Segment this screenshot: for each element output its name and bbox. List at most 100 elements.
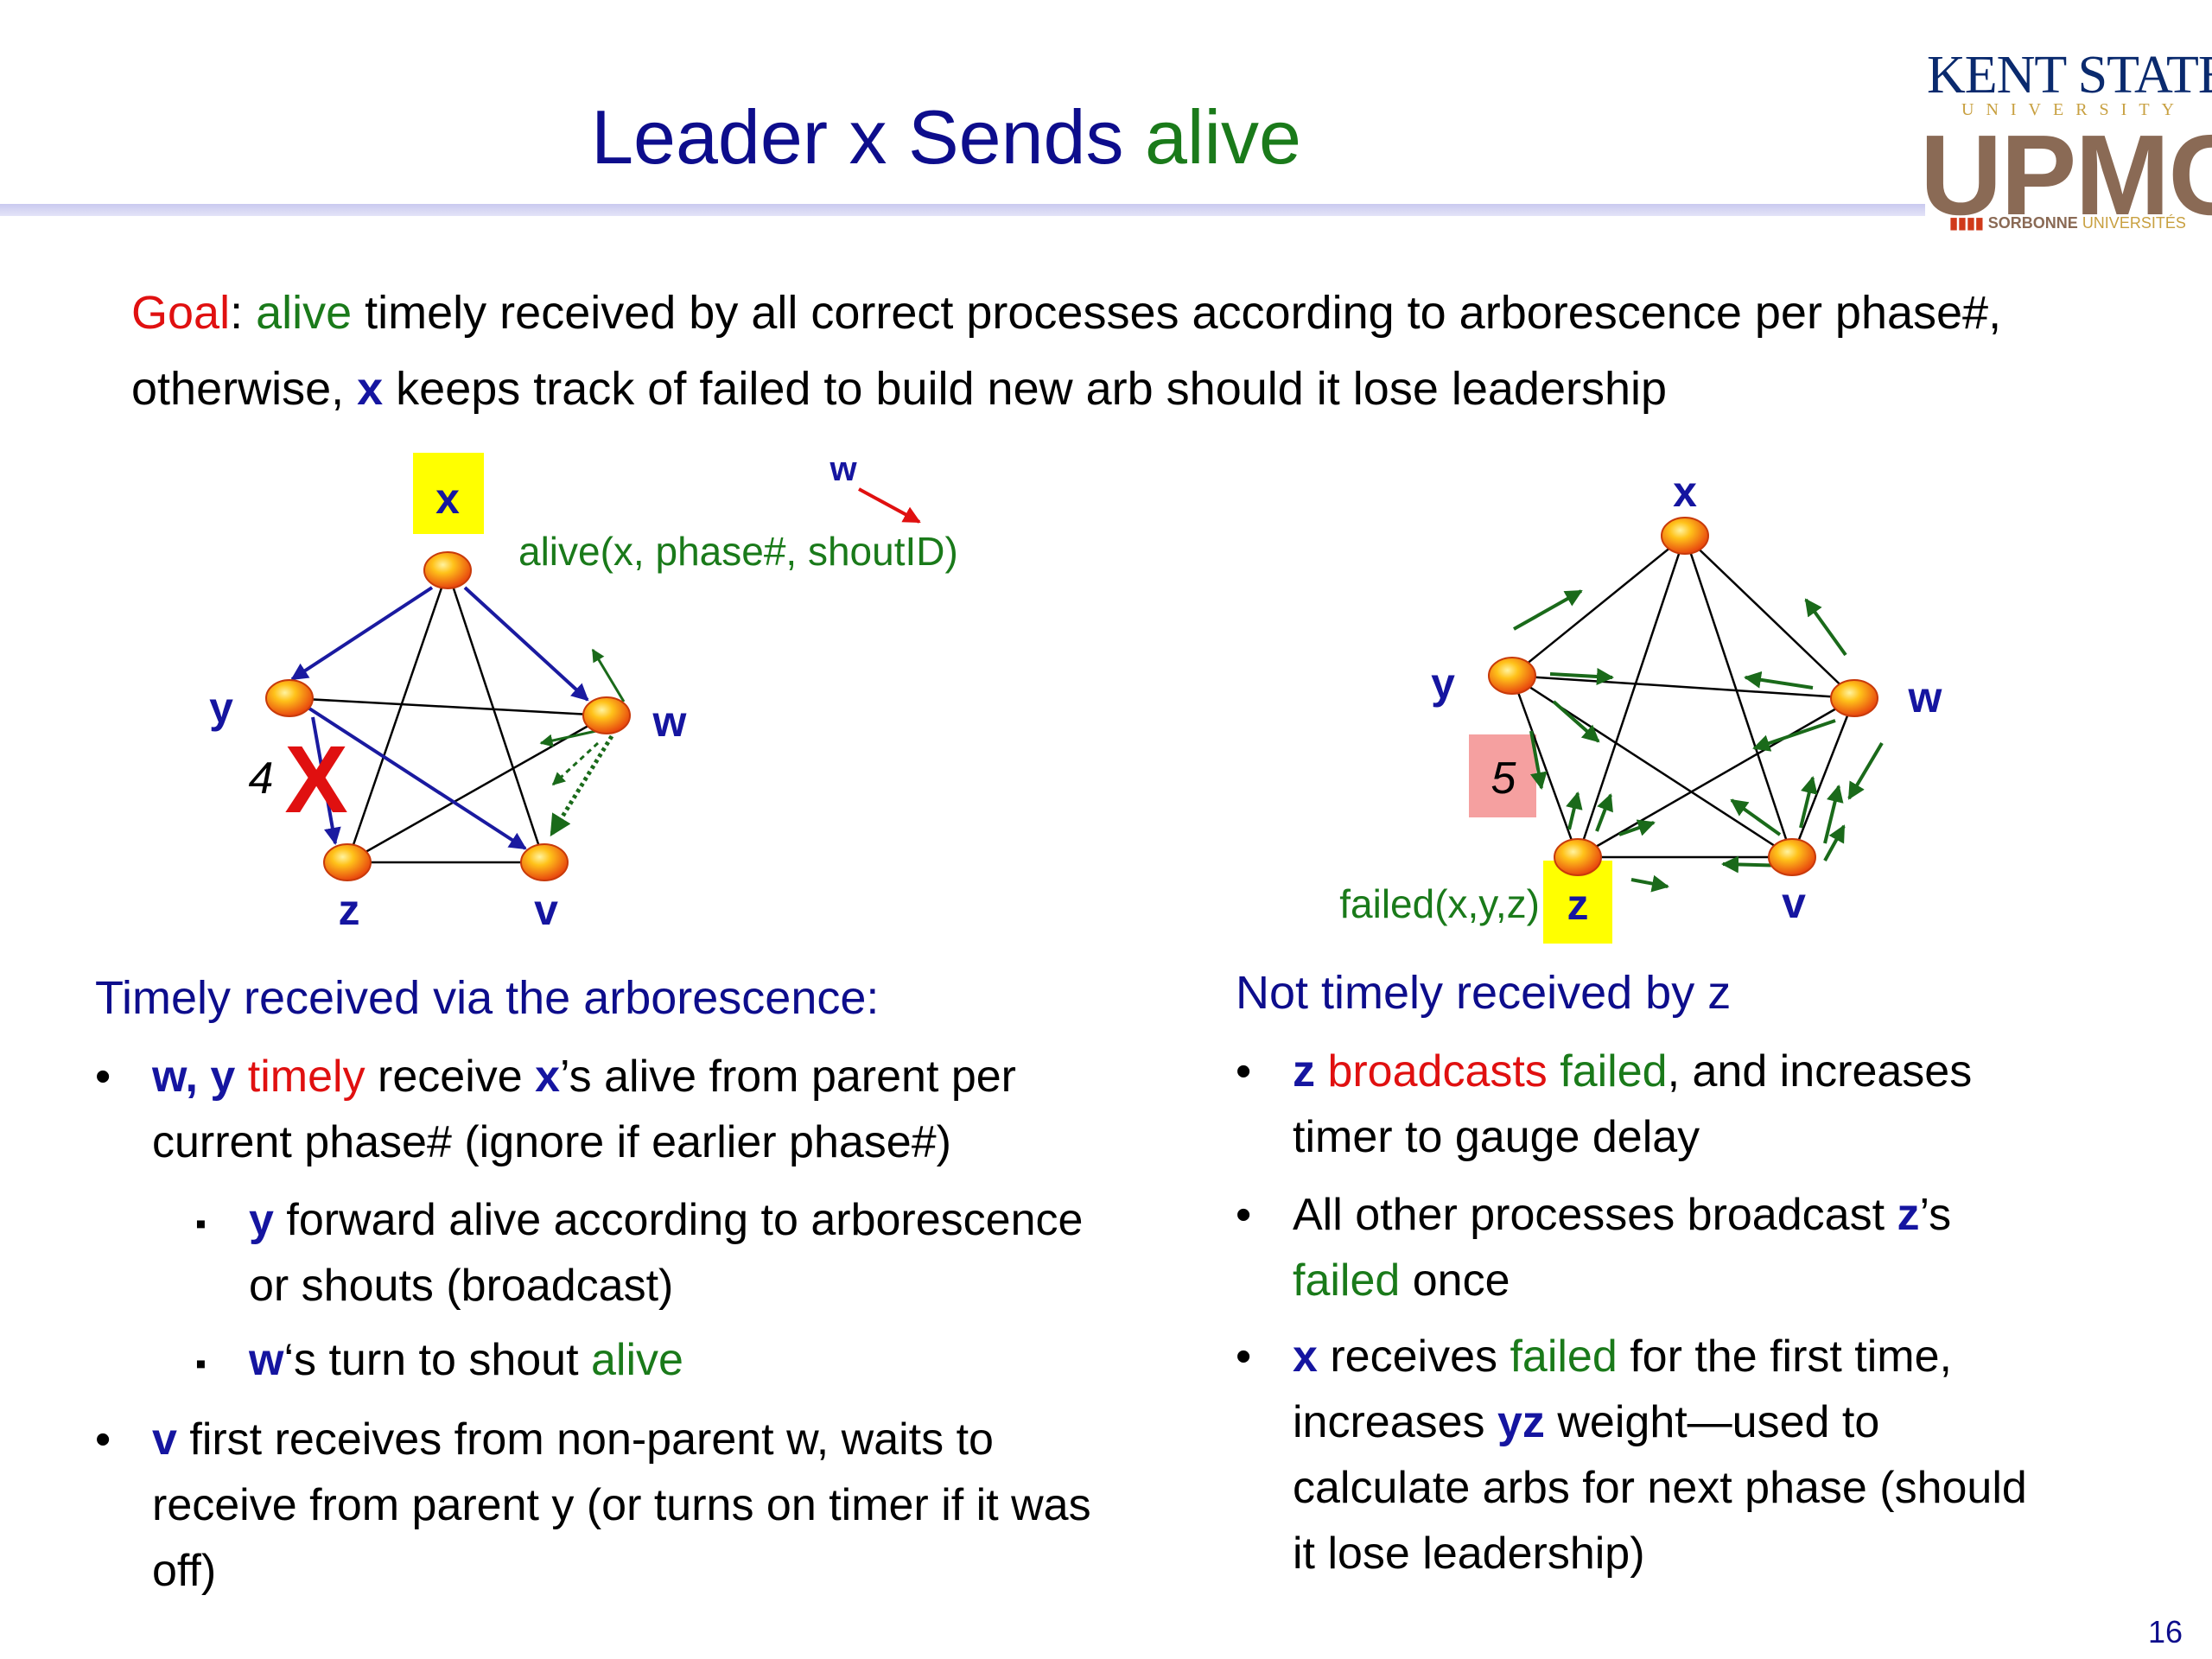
- right-weight-label: 5: [1491, 753, 1517, 804]
- edge-x-v: [446, 569, 546, 863]
- redge-y-w: [1511, 674, 1855, 700]
- page-number: 16: [2147, 1614, 2183, 1649]
- left-label-y: y: [209, 683, 233, 732]
- slide-title: Leader x Sends alive: [0, 93, 1892, 181]
- goal-colon: :: [230, 287, 257, 339]
- title-text: Leader x Sends: [591, 94, 1145, 180]
- sorbonne-label: SORBONNE: [1987, 214, 2078, 232]
- right-heading: Not timely received by z: [1236, 967, 1732, 1019]
- redge-x-w: [1684, 535, 1855, 699]
- left-label-w: w: [652, 697, 687, 746]
- left-sub-bullet-1-line-2: or shouts (broadcast): [249, 1261, 674, 1311]
- legend-arrow: [858, 487, 921, 524]
- left-heading: Timely received via the arborescence:: [95, 972, 880, 1024]
- left-weight-label: 4: [249, 753, 274, 804]
- right-failed-arrows: [1513, 589, 1884, 893]
- redge-w-z: [1577, 696, 1855, 859]
- goal-x: x: [357, 363, 384, 415]
- left-label-v: v: [534, 886, 558, 934]
- sorbonne-text: ▮▮▮▮ SORBONNE UNIVERSITÉS: [1925, 214, 2210, 232]
- edge-y-w: [289, 696, 607, 717]
- redge-x-v: [1683, 535, 1794, 858]
- right-diagram: x y w z v 5 failed(x,y,z): [1339, 467, 1942, 944]
- left-edges: [289, 569, 607, 864]
- shout-arrow-left: [539, 729, 597, 747]
- ls1-y: y: [249, 1195, 274, 1245]
- right-label-x: x: [1673, 467, 1697, 516]
- title-divider: [0, 204, 1925, 216]
- lb2-v: v: [152, 1414, 177, 1465]
- left-bullet-2-line-2: receive from parent y (or turns on timer…: [152, 1480, 1091, 1530]
- right-label-y: y: [1431, 659, 1455, 708]
- arrow-y-v: [305, 705, 527, 850]
- universites-label: UNIVERSITÉS: [2082, 214, 2186, 232]
- sub-bullet-marker: ▪: [195, 1205, 207, 1241]
- goal-line-1: Goal: alive timely received by all corre…: [131, 275, 2188, 351]
- shout-arrow-up: [591, 648, 626, 702]
- left-label-z: z: [339, 886, 360, 934]
- arrow-x-w: [463, 586, 589, 702]
- right-node-x: [1661, 517, 1709, 555]
- lb2-a: first receives from non-parent w, waits …: [176, 1414, 994, 1465]
- shout-arrow-down: [549, 734, 614, 837]
- lb1-wy: w, y: [152, 1052, 236, 1102]
- upmc-logo: UPMC: [1920, 111, 2212, 238]
- goal-label: Goal: [131, 287, 231, 339]
- sub-bullet-marker: ▪: [195, 1345, 207, 1381]
- right-label-w: w: [1908, 673, 1942, 721]
- right-message-label: failed(x,y,z): [1339, 881, 1540, 926]
- right-edges: [1510, 535, 1856, 859]
- right-node-w: [1830, 679, 1878, 717]
- left-bullets: • w, y timely receive x’s alive from par…: [95, 1044, 1091, 1596]
- legend-node-w: w: [829, 450, 857, 488]
- goal-line-2: otherwise, x keeps track of failed to bu…: [131, 351, 2188, 427]
- redge-x-z: [1576, 535, 1687, 858]
- redge-x-y: [1511, 535, 1686, 677]
- left-node-v: [520, 843, 569, 881]
- goal-alive: alive: [256, 287, 353, 339]
- left-node-x: [423, 551, 472, 589]
- kent-university-text: UNIVERSITY: [1961, 100, 2186, 119]
- edge-x-z: [346, 569, 449, 863]
- left-x-highlight: [413, 453, 484, 534]
- bullet-marker: •: [95, 1414, 111, 1465]
- right-label-v: v: [1782, 879, 1806, 927]
- left-bullet-2-line-3: off): [152, 1546, 217, 1596]
- left-node-z: [323, 843, 372, 881]
- right-label-z: z: [1567, 880, 1589, 929]
- lb1-b: ’s alive from parent per: [560, 1052, 1016, 1102]
- kent-state-logo: KENT STATE: [1927, 46, 2212, 105]
- left-bullet-1-line-1: w, y timely receive x’s alive from paren…: [152, 1044, 1016, 1109]
- left-label-x: x: [435, 474, 460, 523]
- right-node-z: [1554, 838, 1602, 876]
- left-tree-arrows: [290, 586, 589, 850]
- title-alive: alive: [1144, 94, 1301, 180]
- ls2-a: ‘s turn to shout: [283, 1335, 591, 1385]
- redge-w-v: [1790, 697, 1856, 858]
- shout-arrow-diag: [551, 741, 600, 786]
- goal-line1-rest: timely received by all correct processes…: [352, 287, 2002, 339]
- left-message-label: alive(x, phase#, shoutID): [518, 529, 958, 574]
- ls2-alive: alive: [590, 1335, 683, 1385]
- ls1-a: forward alive according to arborescence: [273, 1195, 1084, 1245]
- left-diagram: x y w z v alive(x, phase#, shoutID) w 4 …: [209, 450, 958, 934]
- lb1-timely: timely: [235, 1052, 365, 1102]
- sorbonne-stripes-icon: ▮▮▮▮: [1949, 214, 1988, 232]
- lb1-x: x: [535, 1052, 561, 1102]
- goal-line2-a: otherwise,: [131, 363, 358, 415]
- bullet-marker: •: [95, 1052, 111, 1102]
- edge-w-z: [346, 714, 607, 864]
- right-node-y: [1488, 657, 1536, 695]
- left-fail-mark: X: [284, 727, 347, 833]
- ls2-w: w: [249, 1335, 284, 1385]
- left-node-w: [582, 696, 631, 734]
- left-bullet-2-line-1: v first receives from non-parent w, wait…: [152, 1407, 994, 1472]
- left-sub-bullet-2-line-1: w‘s turn to shout alive: [249, 1327, 683, 1393]
- right-weight-box: [1469, 734, 1536, 817]
- left-sub-bullet-1-line-1: y forward alive according to arborescenc…: [249, 1187, 1083, 1253]
- arrow-y-z: [311, 716, 341, 845]
- right-node-v: [1768, 838, 1816, 876]
- left-shout-arrows: [539, 648, 626, 837]
- redge-y-z: [1510, 675, 1580, 858]
